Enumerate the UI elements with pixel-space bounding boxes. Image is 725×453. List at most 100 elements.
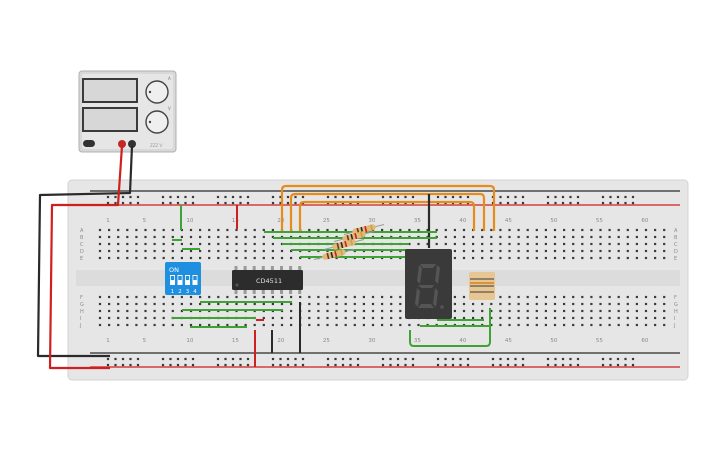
breadboard-hole[interactable] <box>590 302 593 306</box>
breadboard-hole[interactable] <box>235 235 238 239</box>
rail-hole[interactable] <box>404 363 407 367</box>
breadboard-hole[interactable] <box>617 235 620 239</box>
breadboard-hole[interactable] <box>344 295 347 299</box>
breadboard-hole[interactable] <box>553 228 557 232</box>
rail-hole[interactable] <box>569 195 572 199</box>
rail-hole[interactable] <box>616 195 620 199</box>
breadboard-hole[interactable] <box>508 316 511 320</box>
breadboard-hole[interactable] <box>462 316 466 320</box>
breadboard-hole[interactable] <box>108 323 111 327</box>
breadboard-hole[interactable] <box>535 309 538 313</box>
breadboard-hole[interactable] <box>553 295 557 299</box>
breadboard-hole[interactable] <box>535 323 538 327</box>
breadboard-hole[interactable] <box>162 228 165 232</box>
breadboard-hole[interactable] <box>253 249 256 253</box>
breadboard-hole[interactable] <box>581 295 584 299</box>
breadboard-hole[interactable] <box>663 323 666 327</box>
breadboard-hole[interactable] <box>135 228 138 232</box>
breadboard-hole[interactable] <box>553 316 557 320</box>
rail-hole[interactable] <box>191 201 195 205</box>
rail-hole[interactable] <box>404 357 407 361</box>
breadboard-hole[interactable] <box>108 228 111 232</box>
breadboard-hole[interactable] <box>235 295 238 299</box>
rail-hole[interactable] <box>114 363 117 367</box>
rail-hole[interactable] <box>136 357 140 361</box>
breadboard-hole[interactable] <box>526 228 529 232</box>
breadboard-hole[interactable] <box>563 302 566 306</box>
rail-hole[interactable] <box>184 357 187 361</box>
breadboard-hole[interactable] <box>508 295 511 299</box>
breadboard-hole[interactable] <box>544 295 547 299</box>
breadboard-hole[interactable] <box>390 316 393 320</box>
breadboard-hole[interactable] <box>262 295 265 299</box>
breadboard-hole[interactable] <box>199 256 202 260</box>
breadboard-hole[interactable] <box>189 302 193 306</box>
breadboard-hole[interactable] <box>208 295 211 299</box>
rail-hole[interactable] <box>349 363 352 367</box>
breadboard-hole[interactable] <box>126 249 129 253</box>
breadboard-hole[interactable] <box>98 242 102 246</box>
breadboard-hole[interactable] <box>208 249 211 253</box>
rail-hole[interactable] <box>356 363 360 367</box>
breadboard-hole[interactable] <box>590 228 593 232</box>
breadboard-hole[interactable] <box>599 235 602 239</box>
breadboard-hole[interactable] <box>581 256 584 260</box>
rail-hole[interactable] <box>161 201 165 205</box>
breadboard-hole[interactable] <box>581 323 584 327</box>
breadboard-hole[interactable] <box>654 295 657 299</box>
breadboard-hole[interactable] <box>153 249 156 253</box>
breadboard-hole[interactable] <box>189 228 193 232</box>
breadboard-hole[interactable] <box>663 295 666 299</box>
breadboard-hole[interactable] <box>535 249 538 253</box>
breadboard-hole[interactable] <box>162 242 165 246</box>
breadboard-hole[interactable] <box>162 235 165 239</box>
rail-hole[interactable] <box>491 363 495 367</box>
rail-hole[interactable] <box>224 195 227 199</box>
breadboard-hole[interactable] <box>262 228 265 232</box>
breadboard-hole[interactable] <box>98 228 102 232</box>
breadboard-hole[interactable] <box>608 302 611 306</box>
breadboard-hole[interactable] <box>381 295 384 299</box>
breadboard-hole[interactable] <box>453 242 456 246</box>
breadboard-hole[interactable] <box>563 316 566 320</box>
breadboard-hole[interactable] <box>644 249 648 253</box>
breadboard-hole[interactable] <box>390 323 393 327</box>
breadboard-hole[interactable] <box>244 302 247 306</box>
rail-hole[interactable] <box>114 357 117 361</box>
rail-hole[interactable] <box>326 195 330 199</box>
breadboard-hole[interactable] <box>217 295 220 299</box>
breadboard-hole[interactable] <box>581 249 584 253</box>
breadboard-hole[interactable] <box>572 249 575 253</box>
breadboard-hole[interactable] <box>262 302 265 306</box>
rail-hole[interactable] <box>286 357 290 361</box>
breadboard-hole[interactable] <box>117 228 120 232</box>
rail-hole[interactable] <box>514 195 517 199</box>
breadboard-hole[interactable] <box>581 302 584 306</box>
breadboard-hole[interactable] <box>563 295 566 299</box>
breadboard-hole[interactable] <box>635 302 638 306</box>
breadboard-hole[interactable] <box>444 228 447 232</box>
rail-hole[interactable] <box>396 363 400 367</box>
rail-hole[interactable] <box>121 195 125 199</box>
breadboard-hole[interactable] <box>335 323 338 327</box>
breadboard-hole[interactable] <box>635 309 638 313</box>
breadboard-hole[interactable] <box>635 235 638 239</box>
breadboard-hole[interactable] <box>362 316 365 320</box>
rail-hole[interactable] <box>466 357 470 361</box>
rail-hole[interactable] <box>191 357 195 361</box>
breadboard-hole[interactable] <box>517 309 520 313</box>
rail-hole[interactable] <box>601 201 605 205</box>
breadboard-hole[interactable] <box>117 323 120 327</box>
breadboard-hole[interactable] <box>317 323 320 327</box>
rail-hole[interactable] <box>341 363 345 367</box>
breadboard-hole[interactable] <box>599 228 602 232</box>
breadboard-hole[interactable] <box>508 235 511 239</box>
breadboard-hole[interactable] <box>544 316 547 320</box>
breadboard-hole[interactable] <box>553 242 557 246</box>
rail-hole[interactable] <box>106 201 110 205</box>
breadboard-hole[interactable] <box>617 309 620 313</box>
breadboard-hole[interactable] <box>544 235 547 239</box>
breadboard-hole[interactable] <box>208 302 211 306</box>
rail-hole[interactable] <box>499 201 502 205</box>
breadboard-hole[interactable] <box>499 309 502 313</box>
